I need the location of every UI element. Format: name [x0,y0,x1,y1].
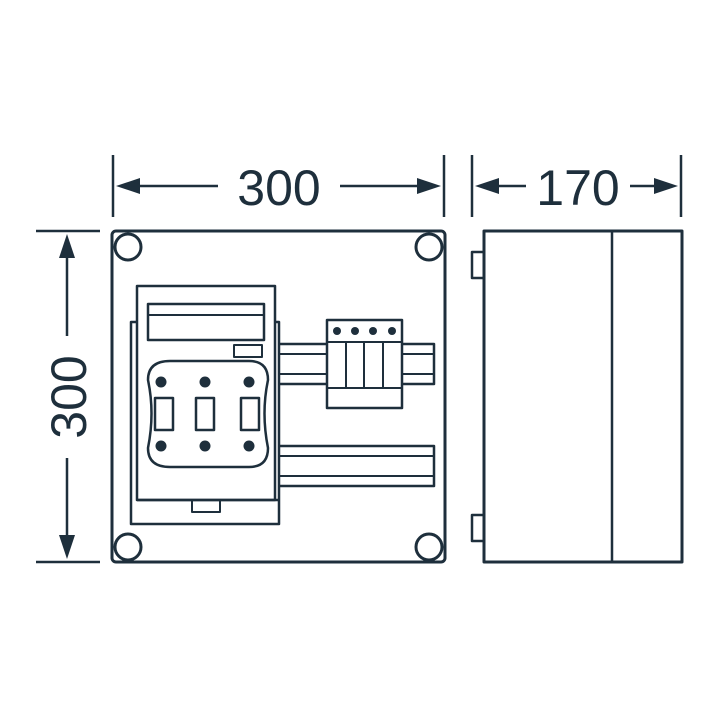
label-window [146,302,266,342]
front-width-label: 300 [237,160,320,216]
front-height-label: 300 [41,355,97,438]
arrowhead-left [116,178,140,194]
side-depth-label: 170 [536,160,619,216]
enclosure-side-view [470,229,684,564]
arrowhead-right [654,178,678,194]
arrowhead-down [59,535,75,559]
front-width-dimension: 300 [111,155,446,217]
surge-protection-module [325,318,404,410]
mounting-screw-top-left [113,232,143,262]
enclosure-front-view [110,229,447,564]
arrowhead-right [417,178,441,194]
arrowhead-left [475,178,499,194]
mounting-screw-bottom-right [414,532,444,562]
mounting-screw-bottom-left [113,532,143,562]
din-rail-bottom [276,444,436,488]
arrowhead-up [59,234,75,258]
side-depth-dimension: 170 [470,155,683,217]
switch-handle [146,359,270,469]
hinge-bottom [470,513,486,543]
mounting-screw-top-right [414,232,444,262]
front-height-dimension: 300 [36,229,100,564]
hinge-top [470,250,486,280]
fuse-switch-disconnector [129,284,281,526]
